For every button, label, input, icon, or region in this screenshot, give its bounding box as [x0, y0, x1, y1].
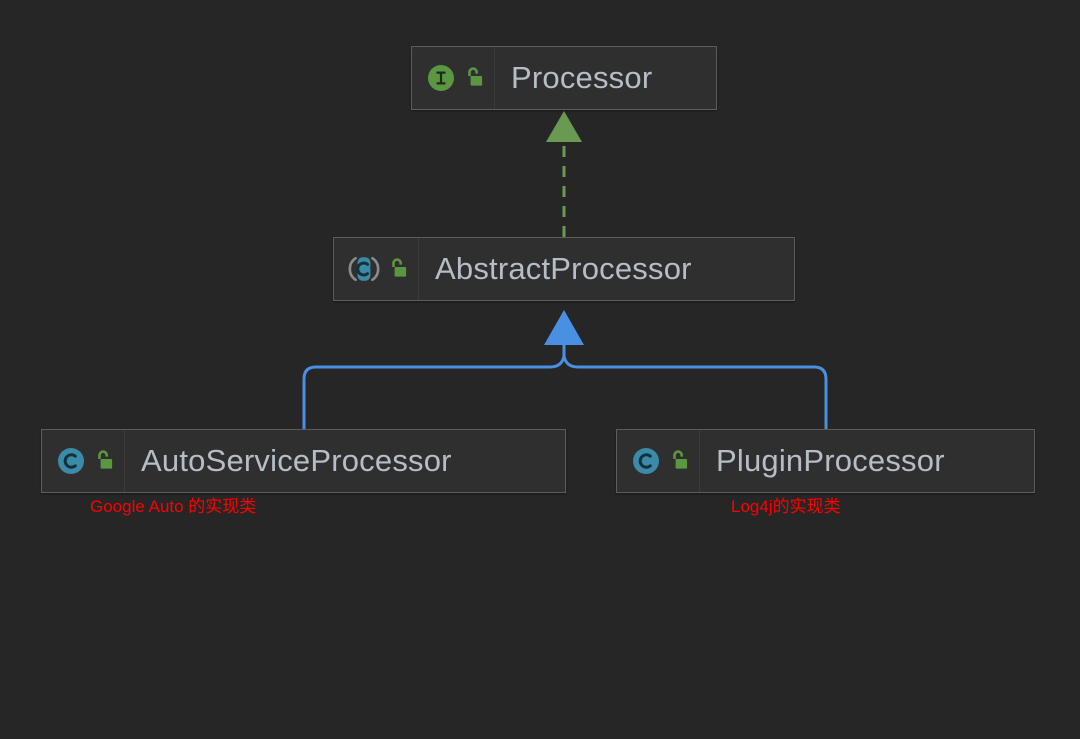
node-icon-gutter — [42, 430, 125, 492]
generalization-arrowhead — [544, 310, 584, 345]
unlocked-padlock-icon — [673, 450, 688, 469]
generalization-path-autoserviceprocessor — [302, 342, 566, 431]
interface-icon — [428, 65, 454, 91]
class-node-pluginprocessor[interactable]: PluginProcessor — [616, 429, 1035, 493]
unlocked-padlock-icon — [392, 258, 407, 277]
class-node-abstractprocessor[interactable]: AbstractProcessor — [333, 237, 795, 301]
class-icon — [633, 448, 659, 474]
class-node-label: AbstractProcessor — [435, 251, 692, 286]
unlocked-padlock-icon — [468, 67, 483, 86]
class-node-label: AutoServiceProcessor — [141, 443, 452, 478]
class-node-label: Processor — [511, 60, 653, 95]
class-icon — [58, 448, 84, 474]
class-node-label: PluginProcessor — [716, 443, 945, 478]
node-icon-gutter — [334, 238, 419, 300]
annotation-pluginprocessor: Log4j的实现类 — [731, 497, 841, 516]
node-icon-gutter — [617, 430, 700, 492]
class-node-autoserviceprocessor[interactable]: AutoServiceProcessor — [41, 429, 566, 493]
realization-arrowhead — [546, 111, 582, 142]
edge-realization-abstract-to-processor — [546, 111, 582, 237]
class-node-processor[interactable]: Processor — [411, 46, 717, 110]
unlocked-padlock-icon — [98, 450, 113, 469]
annotation-autoserviceprocessor: Google Auto 的实现类 — [90, 497, 257, 516]
node-icon-gutter — [412, 47, 495, 109]
abstract-class-icon — [348, 256, 380, 282]
edge-generalization-group — [302, 342, 828, 431]
generalization-path-pluginprocessor — [562, 342, 828, 431]
